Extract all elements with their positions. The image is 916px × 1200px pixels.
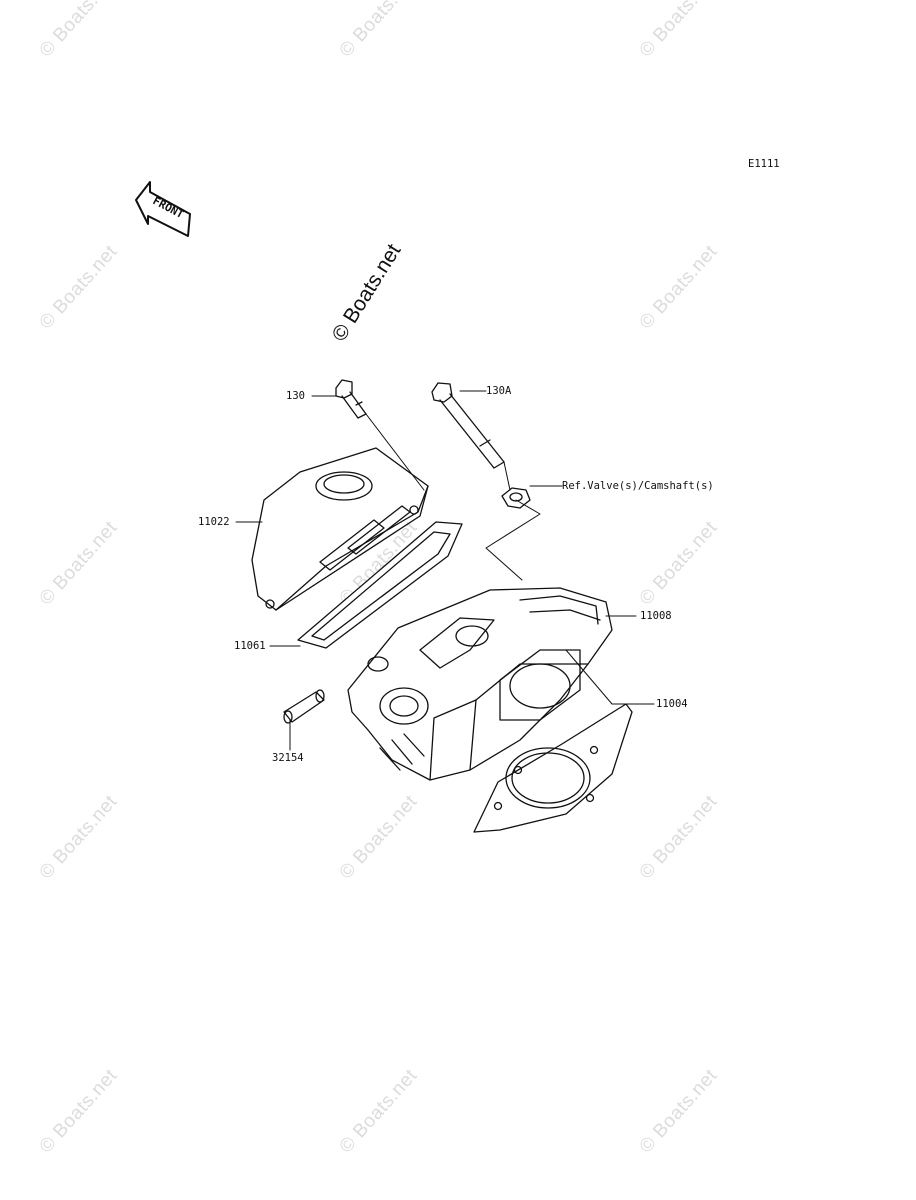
bolt-130a-part bbox=[431, 382, 505, 469]
callout-32154: 32154 bbox=[272, 752, 304, 764]
callout-130: 130 bbox=[286, 390, 305, 402]
bolt-130-part bbox=[335, 379, 367, 419]
cover-gasket-part bbox=[297, 521, 463, 649]
head-cover-part bbox=[251, 447, 429, 611]
diagram-code: E1111 bbox=[748, 158, 780, 170]
head-gasket-part bbox=[473, 703, 633, 833]
cylinder-head-part bbox=[347, 587, 613, 781]
callout-130a: 130A bbox=[486, 385, 512, 397]
callout-11022: 11022 bbox=[198, 516, 230, 528]
callout-11004: 11004 bbox=[656, 698, 688, 710]
ref-washer-part bbox=[501, 487, 531, 509]
callout-ref: Ref.Valve(s)/Camshaft(s) bbox=[562, 480, 714, 492]
leader-lines bbox=[235, 390, 655, 751]
callout-11008: 11008 bbox=[640, 610, 672, 622]
dowel-pin-part bbox=[283, 689, 325, 724]
front-arrow-icon: FRONT bbox=[135, 181, 191, 237]
callout-11061: 11061 bbox=[234, 640, 266, 652]
